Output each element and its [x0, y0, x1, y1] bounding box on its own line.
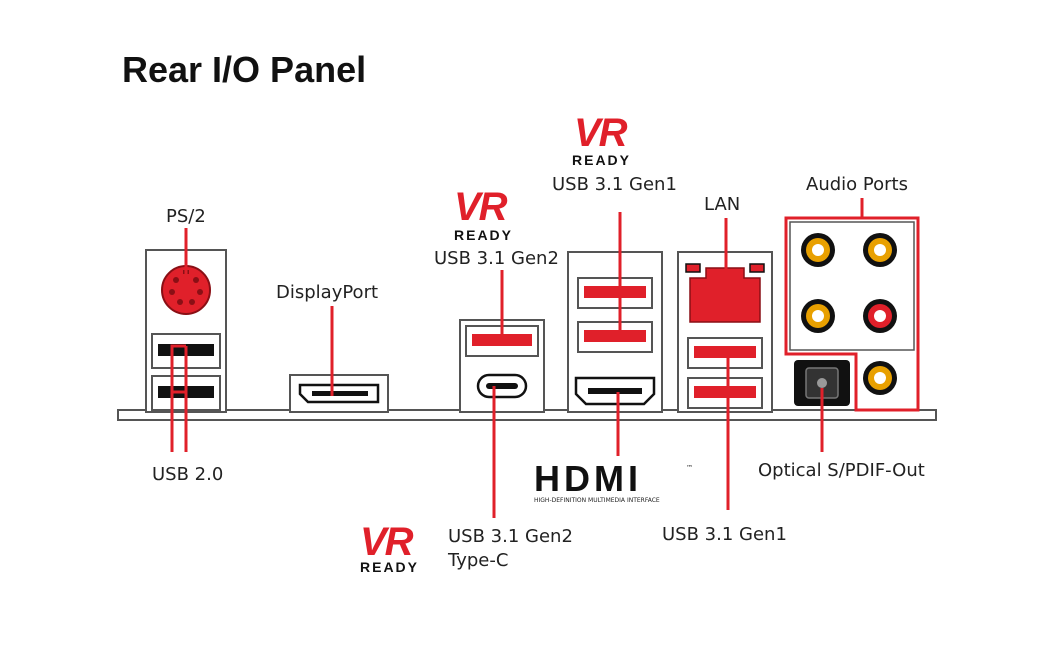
audio-jack-3 — [801, 299, 835, 333]
hdmi-tongue — [588, 388, 642, 394]
audio-jack-4 — [863, 299, 897, 333]
hdmi-logo: HDMI ™ HIGH-DEFINITION MULTIMEDIA INTERF… — [534, 458, 693, 504]
audio-jack-1 — [801, 233, 835, 267]
vr-text: VR — [574, 111, 628, 155]
usb31gen1-top-label: USB 3.1 Gen1 — [552, 174, 677, 195]
usb20-callout-line — [170, 344, 186, 452]
ps2-usb20-block — [145, 249, 227, 413]
displayport-tongue — [312, 391, 368, 396]
vr-text: VR — [454, 185, 508, 229]
audio-jack-2 — [863, 233, 897, 267]
audio-ports-label: Audio Ports — [806, 174, 908, 195]
usb31gen2-label: USB 3.1 Gen2 — [434, 248, 559, 269]
hdmi-logo-text: HDMI — [534, 458, 642, 499]
usb31gen1-bottom-label: USB 3.1 Gen1 — [662, 524, 787, 545]
usb31gen1-port-c-tongue — [694, 346, 756, 358]
vr-ready-logo-typec: VR READY — [360, 520, 419, 575]
vr-ready-logo-gen2: VR READY — [454, 185, 513, 243]
usb-typec-tongue — [486, 383, 518, 389]
ready-text: READY — [572, 152, 631, 168]
displayport-label: DisplayPort — [276, 282, 378, 303]
optical-label: Optical S/PDIF-Out — [758, 460, 925, 481]
typec-label-line1: USB 3.1 Gen2 — [448, 526, 573, 547]
hdmi-tm: ™ — [686, 464, 693, 472]
audio-inner-frame — [789, 221, 915, 351]
audio-jack-5 — [863, 361, 897, 395]
usb31gen1-hdmi-block — [567, 251, 663, 413]
displayport-block — [289, 374, 389, 413]
ready-text: READY — [454, 227, 513, 243]
lan-led-left — [685, 263, 701, 273]
lan-led-right — [749, 263, 765, 273]
hdmi-logo-subtitle: HIGH-DEFINITION MULTIMEDIA INTERFACE — [534, 497, 660, 504]
vr-text: VR — [360, 520, 414, 564]
page-title: Rear I/O Panel — [122, 49, 366, 90]
typec-label-line2: Type-C — [447, 550, 508, 571]
vr-ready-logo-gen1: VR READY — [572, 111, 631, 168]
ready-text: READY — [360, 559, 419, 575]
ps2-label: PS/2 — [166, 206, 206, 227]
lan-label: LAN — [704, 194, 740, 215]
usb20-label: USB 2.0 — [152, 464, 223, 485]
lan-port — [689, 267, 761, 323]
usb31gen1-port-b-tongue — [584, 330, 646, 342]
audio-block — [784, 216, 920, 412]
optical-spdif-lens — [817, 378, 827, 388]
ps2-pins — [169, 270, 203, 305]
